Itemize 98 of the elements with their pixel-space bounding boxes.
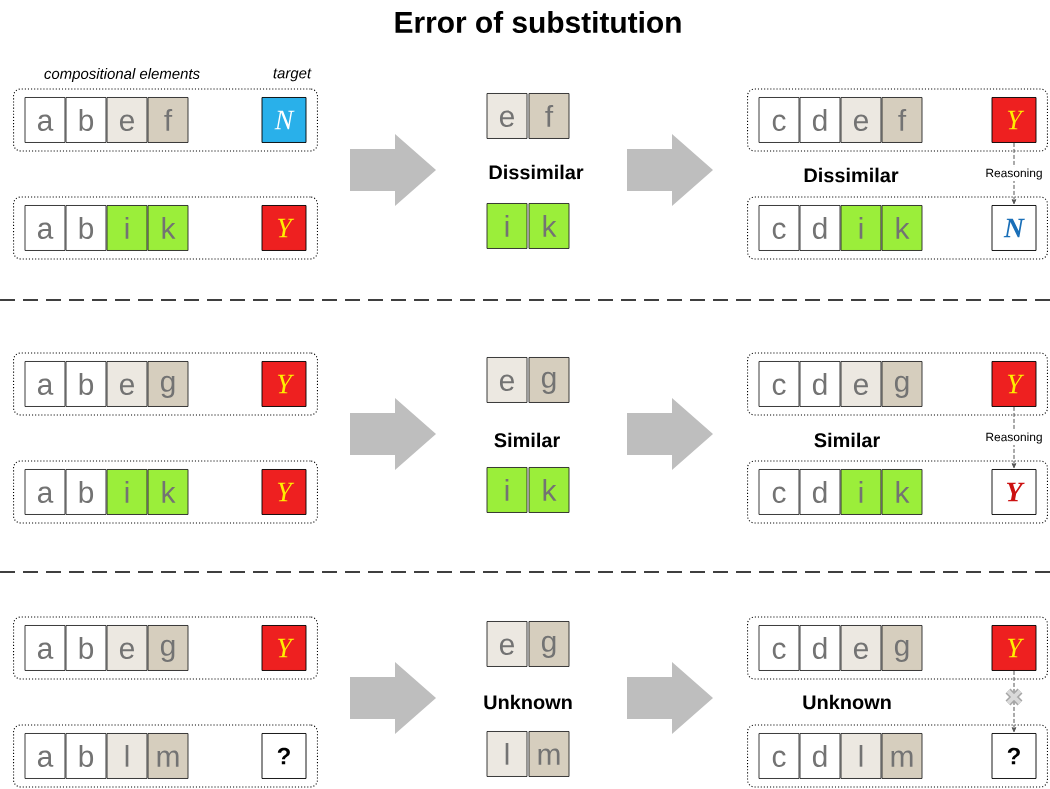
letter-box: e [106,625,148,671]
dotted-frame [13,352,318,416]
arrow [1011,142,1017,205]
letter-box: c [758,361,800,407]
letter-box: e [486,621,528,667]
letter-box: g [528,621,570,667]
letter-box: d [799,733,841,779]
letter-box: d [799,625,841,671]
letter-box: g [147,625,189,671]
letter-box: k [147,469,189,515]
title: Error of substitution [395,11,681,33]
label: Dissimilar [804,167,899,183]
letter-box: d [799,361,841,407]
letter-box: f [147,97,189,143]
letter-box: b [65,469,107,515]
target-box: Y [261,469,307,515]
letter-box: i [486,467,528,513]
target-box: N [261,97,307,143]
letter-box: c [758,469,800,515]
letter-box: e [106,361,148,407]
letter-box: a [24,733,66,779]
letter-box: a [24,205,66,251]
target-box: Y [261,361,307,407]
edge-label: Reasoning [983,430,1045,446]
letter-box: g [881,361,923,407]
letter-box: a [24,361,66,407]
letter-box: g [881,625,923,671]
dotted-frame [747,460,1048,524]
letter-box: k [881,469,923,515]
target-box: ? [991,733,1037,779]
letter-box: i [840,469,882,515]
dotted-frame [747,196,1048,260]
letter-box: m [881,733,923,779]
letter-box: f [881,97,923,143]
letter-box: c [758,97,800,143]
letter-box: g [147,361,189,407]
letter-box: l [486,731,528,777]
letter-box: c [758,625,800,671]
letter-box: a [24,469,66,515]
dotted-frame [747,616,1048,680]
letter-box: b [65,205,107,251]
letter-box: g [528,357,570,403]
target-box: Y [991,625,1037,671]
label: Similar [814,432,880,448]
dotted-frame [13,724,318,788]
letter-box: b [65,97,107,143]
letter-box: b [65,733,107,779]
edge-label: Reasoning [983,166,1045,182]
letter-box: e [840,361,882,407]
letter-box: k [528,203,570,249]
letter-box: a [24,625,66,671]
letter-box: m [528,731,570,777]
target-box: Y [991,361,1037,407]
letter-box: c [758,205,800,251]
target-box: ? [261,733,307,779]
letter-box: m [147,733,189,779]
letter-box: k [881,205,923,251]
dotted-frame [747,88,1048,152]
letter-box: i [106,205,148,251]
letter-box: b [65,625,107,671]
label: Unknown [484,694,572,710]
target-box: Y [261,205,307,251]
target-box: Y [991,469,1037,515]
letter-box: b [65,361,107,407]
target-box: N [991,205,1037,251]
letter-box: e [486,357,528,403]
dotted-frame [13,616,318,680]
letter-box: e [106,97,148,143]
letter-box: l [106,733,148,779]
letter-box: d [799,97,841,143]
dotted-frame [13,88,318,152]
letter-box: i [486,203,528,249]
dotted-frame [13,196,318,260]
dotted-frame [13,460,318,524]
letter-box: i [106,469,148,515]
letter-box: f [528,93,570,139]
dotted-frame [747,352,1048,416]
target-box: Y [991,97,1037,143]
letter-box: d [799,469,841,515]
letter-box: c [758,733,800,779]
arrow [1011,670,1017,733]
letter-box: l [840,733,882,779]
target-box: Y [261,625,307,671]
letter-box: a [24,97,66,143]
label: Similar [494,432,560,448]
dotted-frame [747,724,1048,788]
letter-box: e [486,93,528,139]
letter-box: k [147,205,189,251]
label: target [273,68,312,82]
label: compositional elements [44,68,200,82]
letter-box: e [840,97,882,143]
letter-box: e [840,625,882,671]
letter-box: i [840,205,882,251]
label: Unknown [803,694,891,710]
arrow [1011,406,1017,469]
letter-box: d [799,205,841,251]
letter-box: k [528,467,570,513]
label: Dissimilar [489,164,584,180]
